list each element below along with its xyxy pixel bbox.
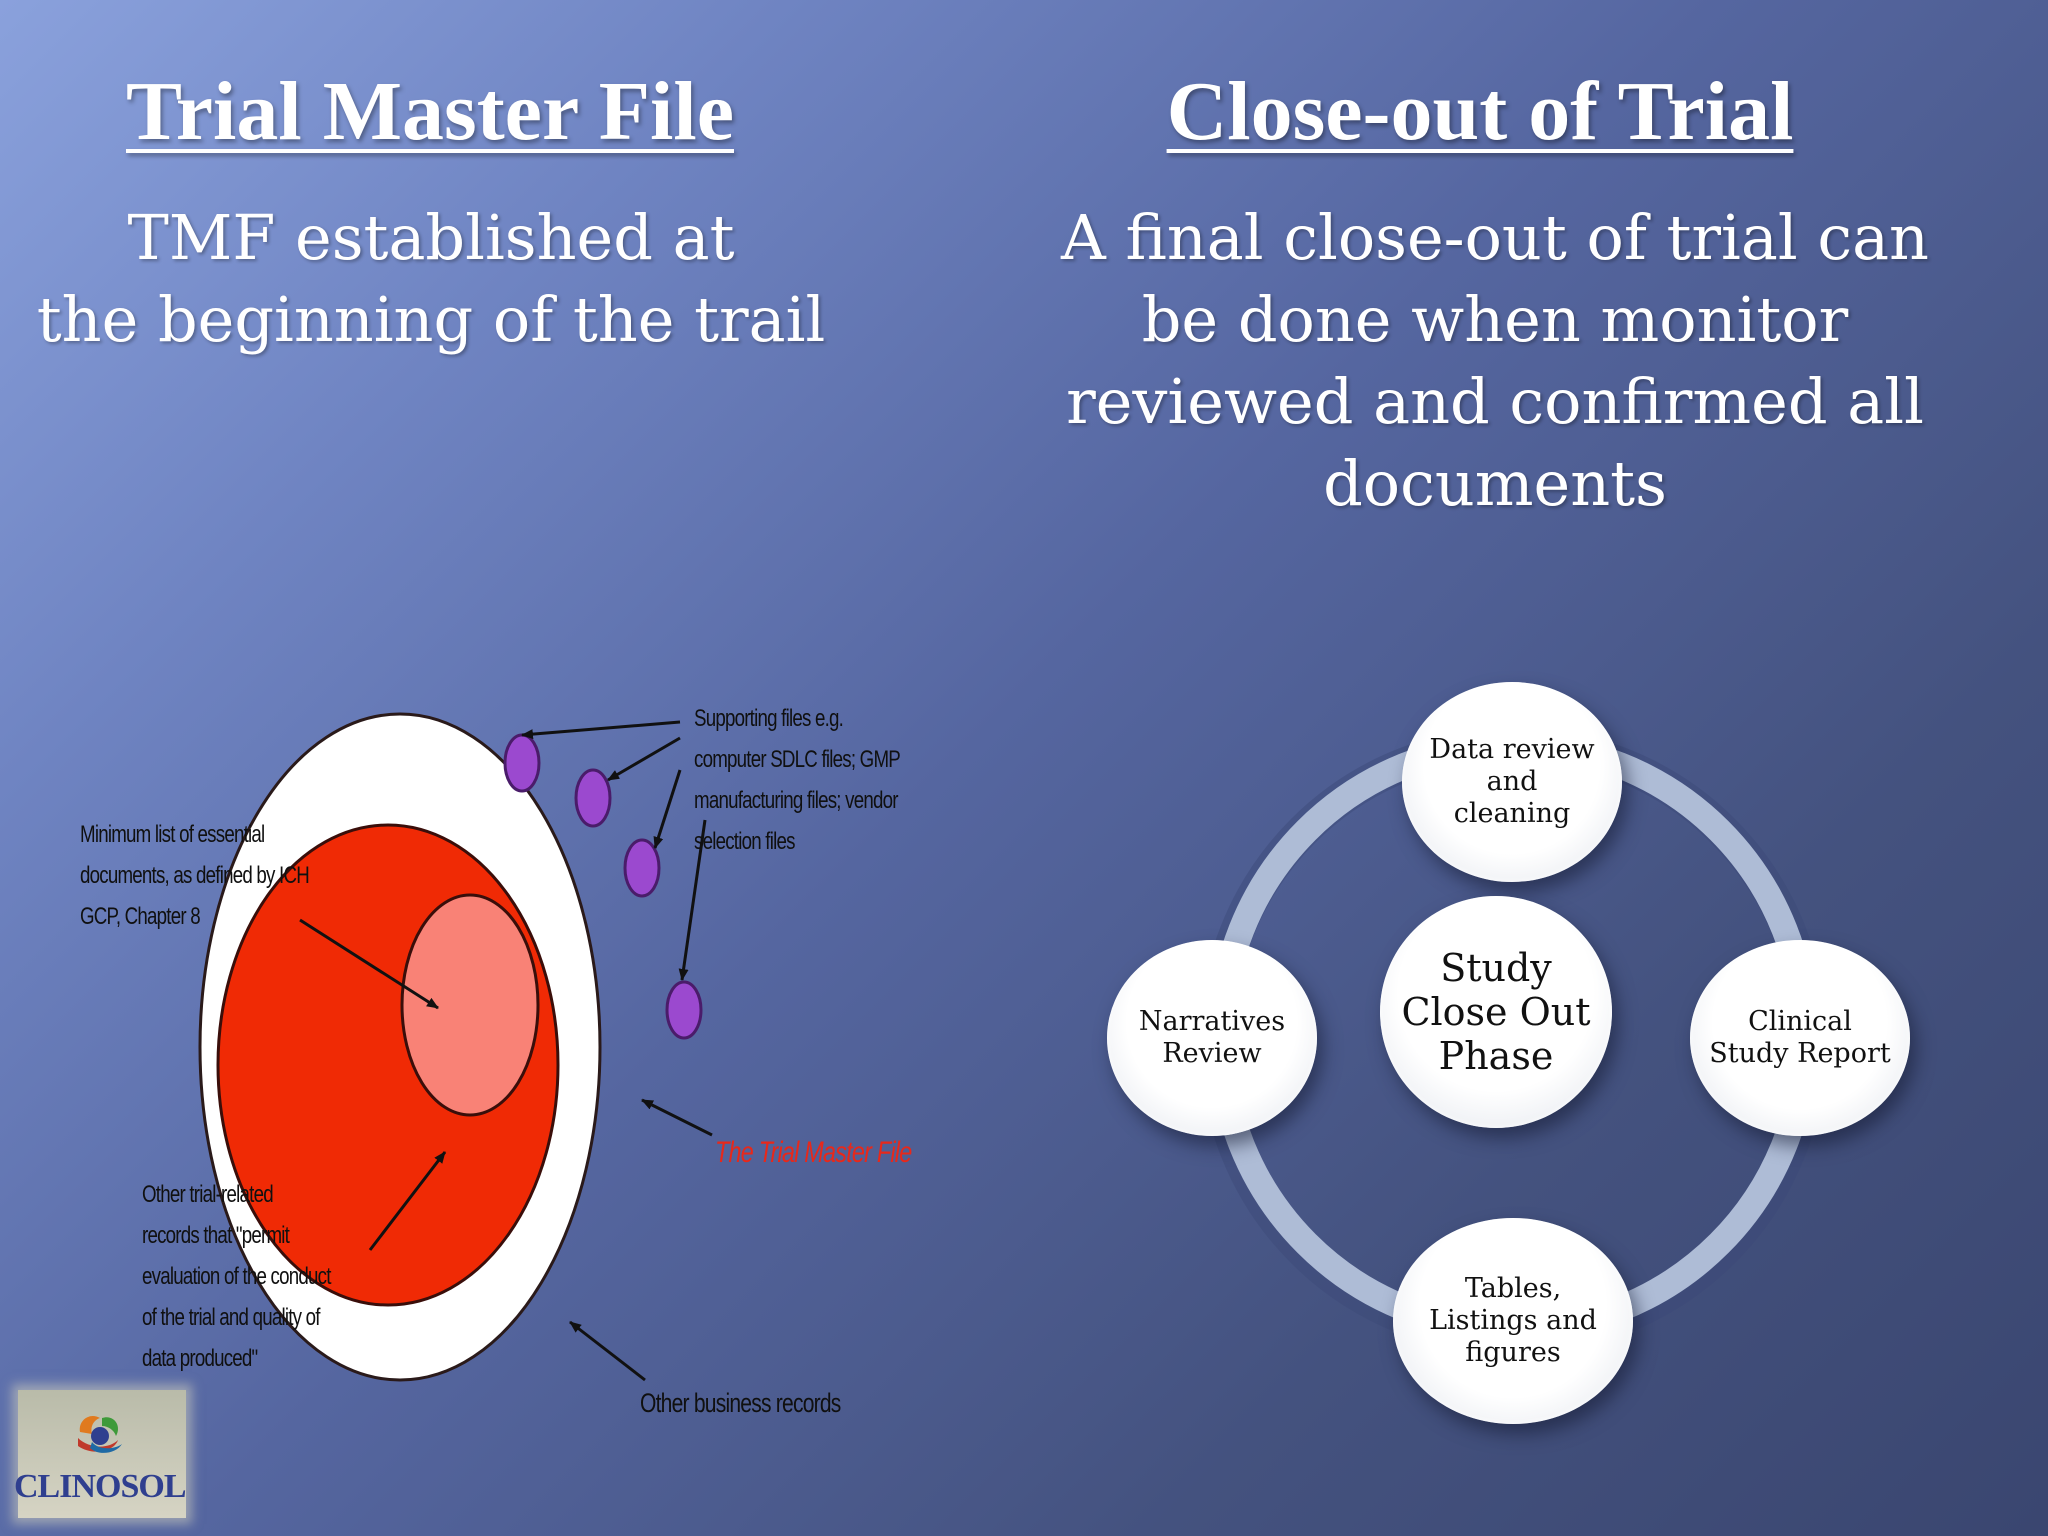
node-line: and [1486,766,1538,797]
minimum-list-label: Minimum list of essential documents, as … [80,814,310,937]
node-line: Listings and [1429,1305,1597,1336]
logo-text: CLINOSOL [14,1468,186,1505]
node-data-review: Data review and cleaning [1402,682,1622,882]
node-line: Study Report [1709,1038,1891,1069]
node-line: cleaning [1453,798,1571,829]
supporting-files-label: Supporting files e.g. computer SDLC file… [694,698,901,862]
other-business-records-label: Other business records [640,1388,841,1418]
label-line: records that "permit [142,1222,290,1249]
node-line: Tables, [1464,1273,1562,1304]
supporting-file-dot [503,733,541,793]
label-line: Other trial-related [142,1181,274,1208]
node-line: Phase [1438,1034,1554,1078]
right-body-line: reviewed and confirmed all [1066,365,1924,438]
node-line: Review [1162,1038,1262,1069]
node-line: Narratives [1138,1006,1286,1037]
logo-mark-icon [78,1415,122,1453]
arrow [641,1098,713,1137]
label-line: documents, as defined by ICH [80,862,310,889]
right-body-text: A final close-out of trial can be done w… [1030,197,1960,525]
supporting-file-dot [574,768,612,828]
arrow [368,1151,447,1251]
node-clinical-study-report: Clinical Study Report [1690,940,1910,1136]
tmf-diagram: Supporting files e.g. computer SDLC file… [60,690,960,1430]
node-line: Data review [1429,734,1595,765]
label-line: of the trial and quality of [142,1304,320,1331]
label-line: Supporting files e.g. [694,705,844,732]
trial-master-file-label: The Trial Master File [715,1136,912,1169]
other-trial-records-label: Other trial-related records that "permit… [142,1174,331,1379]
node-line: Clinical [1748,1006,1852,1037]
arrow [299,918,439,1010]
arrow [521,720,681,740]
label-line: manufacturing files; vendor [694,787,898,814]
tmf-diagram-graphic [198,712,713,1382]
left-heading: Trial Master File [125,65,734,158]
arrow [678,819,707,981]
clinosol-logo: CLINOSOL [14,1390,186,1518]
arrow [607,736,681,782]
label-line: computer SDLC files; GMP [694,746,901,773]
node-line: figures [1465,1337,1561,1368]
node-study-close-out-phase: Study Close Out Phase [1380,896,1612,1128]
supporting-file-dot [623,838,661,898]
node-narratives-review: Narratives Review [1107,940,1317,1136]
right-heading: Close-out of Trial [1166,65,1794,158]
supporting-file-dot [665,980,703,1040]
label-line: data produced" [142,1345,258,1372]
node-tables-listings-figures: Tables, Listings and figures [1393,1218,1633,1424]
label-line: selection files [694,828,795,855]
arrow [653,769,682,849]
left-body-text: TMF established at the beginning of the … [0,197,862,361]
right-body-line: documents [1323,447,1667,520]
close-out-cycle-diagram: Data review and cleaning Narratives Revi… [1080,640,1960,1450]
label-line: Minimum list of essential [80,821,265,848]
left-body-line: the beginning of the trail [36,283,826,356]
label-line: GCP, Chapter 8 [80,903,201,930]
node-line: Close Out [1401,990,1591,1034]
right-body-line: be done when monitor [1141,283,1849,356]
left-body-line: TMF established at [127,201,735,274]
arrow [569,1320,646,1382]
node-line: Study [1440,946,1552,990]
inner-ellipse-essential-documents [400,893,540,1117]
right-body-line: A final close-out of trial can [1061,201,1929,274]
label-line: evaluation of the conduct [142,1263,331,1290]
